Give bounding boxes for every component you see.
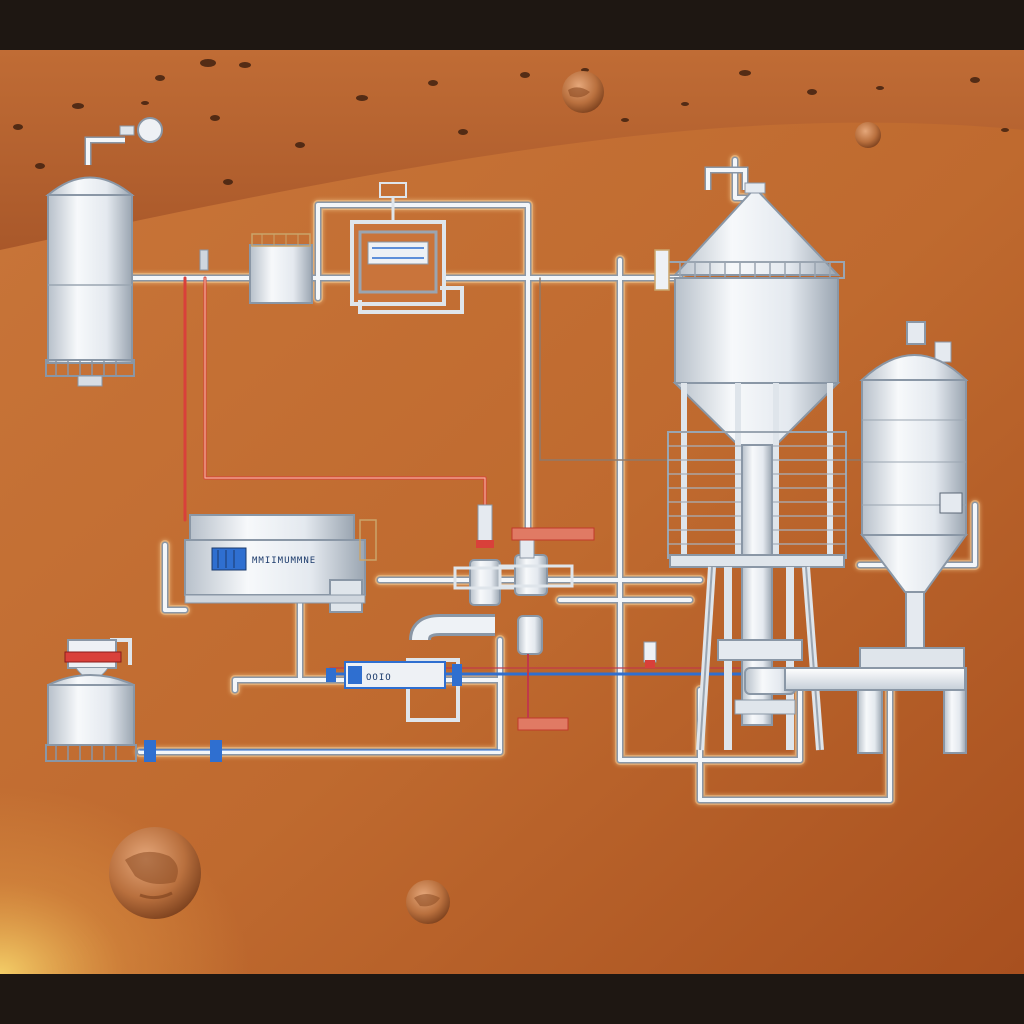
module-label: OOIO — [366, 673, 392, 683]
equipment-label: MMIIMUMMNE — [252, 556, 316, 566]
pump-icon: OOIO — [326, 614, 495, 722]
storage-tank-left-top — [45, 117, 163, 387]
pressure-gauge-icon — [137, 117, 163, 143]
planet-icon — [855, 122, 881, 148]
silo-icon — [784, 321, 969, 754]
processing-unit: MMIIMUMMNE — [184, 514, 377, 613]
bottom-frame-band — [0, 974, 1024, 1024]
heat-exchanger-module — [350, 182, 464, 314]
top-frame-band — [0, 0, 1024, 50]
buffer-tank — [199, 233, 313, 304]
mars-terrain-band — [0, 50, 1024, 250]
reactor-icon — [667, 166, 847, 751]
planet-icon — [406, 880, 450, 924]
planet-icon — [109, 827, 201, 919]
planet-icon — [562, 71, 604, 113]
tank-icon — [45, 638, 222, 762]
valve-icon — [498, 527, 595, 731]
valve-icon — [453, 504, 519, 606]
valve-icon — [643, 249, 670, 668]
terrain-craters — [13, 59, 1009, 185]
